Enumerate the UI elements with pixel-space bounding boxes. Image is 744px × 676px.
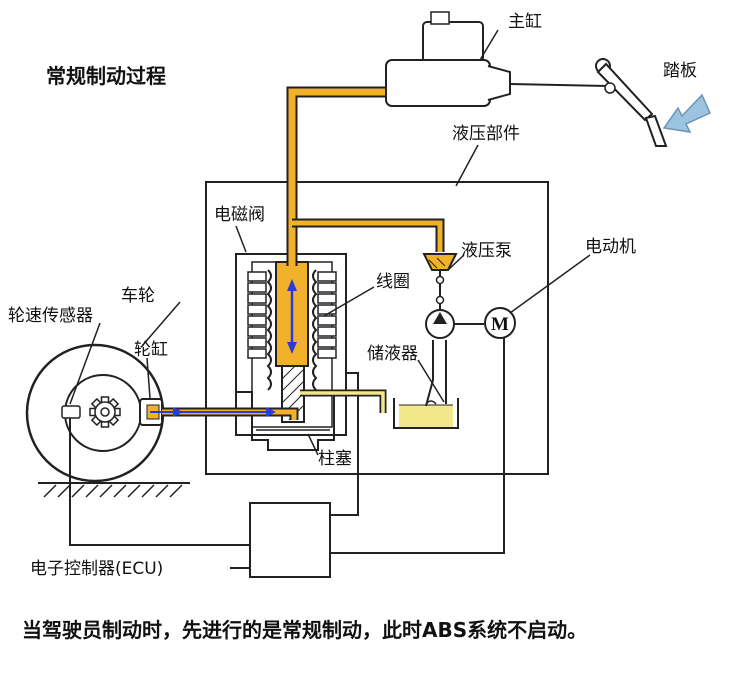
- label-reservoir: 储液器: [367, 344, 418, 364]
- leader-lines: [69, 29, 591, 456]
- label-wheel-speed-sensor: 轮速传感器: [8, 306, 93, 326]
- motor: M: [484, 307, 516, 339]
- hydraulic-unit-housing: [205, 181, 549, 475]
- label-pedal: 踏板: [663, 61, 697, 81]
- reservoir: [393, 340, 459, 429]
- flow-arrow-vertical: [287, 279, 297, 354]
- motor-symbol: M: [491, 314, 509, 335]
- label-hydraulic-unit: 液压部件: [452, 124, 520, 144]
- label-hydraulic-pump: 液压泵: [461, 241, 512, 261]
- solenoid-valve: [235, 253, 347, 451]
- flow-arrow-horizontal: [150, 407, 276, 417]
- wheel-speed-sensor: [61, 405, 81, 419]
- label-wheel: 车轮: [121, 286, 155, 306]
- hydraulic-pump: [422, 253, 484, 339]
- label-ecu: 电子控制器(ECU): [30, 559, 164, 579]
- label-coil: 线圈: [376, 272, 410, 292]
- diagram-title: 常规制动过程: [46, 64, 166, 88]
- master-cylinder: [385, 11, 609, 107]
- hydraulic-lines: [162, 86, 445, 420]
- pedal-force-arrow: [662, 93, 711, 133]
- label-motor: 电动机: [585, 237, 636, 257]
- ground: [38, 482, 190, 498]
- pedal: [595, 58, 668, 147]
- label-master-cylinder: 主缸: [508, 12, 542, 32]
- label-solenoid-valve: 电磁阀: [214, 205, 265, 225]
- ecu-box: [249, 502, 331, 578]
- label-plunger: 柱塞: [318, 449, 352, 469]
- gear-icon: [89, 396, 121, 428]
- label-wheel-cylinder: 轮缸: [134, 340, 168, 360]
- wires: [69, 335, 505, 569]
- diagram-caption: 当驾驶员制动时，先进行的是常规制动，此时ABS系统不启动。: [22, 618, 588, 642]
